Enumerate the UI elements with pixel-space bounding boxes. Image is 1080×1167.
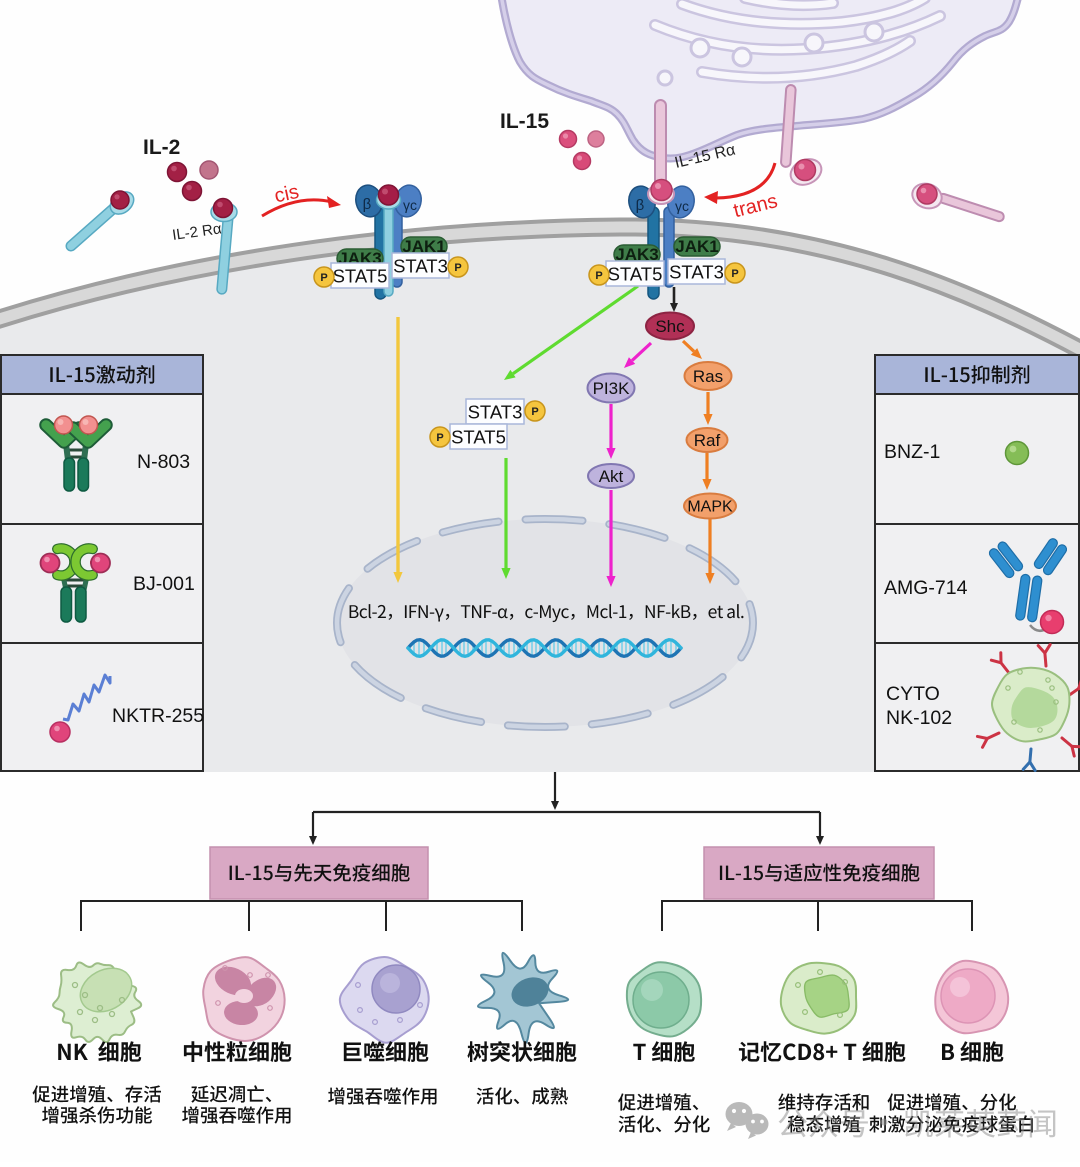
svg-text:STAT3: STAT3: [393, 256, 448, 277]
svg-text:P: P: [531, 406, 538, 418]
svg-text:STAT5: STAT5: [333, 266, 388, 287]
svg-text:IL-15: IL-15: [500, 110, 549, 133]
svg-text:STAT5: STAT5: [451, 427, 506, 448]
svg-text:P: P: [320, 272, 327, 284]
svg-text:STAT3: STAT3: [669, 262, 724, 283]
svg-text:NK-102: NK-102: [886, 707, 952, 729]
svg-text:P: P: [595, 270, 602, 282]
svg-text:IL-2 Rα: IL-2 Rα: [171, 220, 223, 244]
svg-text:STAT5: STAT5: [608, 264, 663, 285]
svg-text:JAK1: JAK1: [402, 237, 445, 256]
svg-text:JAK1: JAK1: [675, 237, 718, 256]
svg-text:STAT3: STAT3: [468, 402, 523, 423]
svg-text:Akt: Akt: [599, 467, 624, 486]
svg-text:BNZ-1: BNZ-1: [884, 441, 940, 463]
svg-text:P: P: [454, 262, 461, 274]
svg-text:MAPK: MAPK: [687, 499, 733, 516]
svg-text:IL-2: IL-2: [143, 136, 180, 159]
svg-text:Raf: Raf: [694, 431, 721, 450]
svg-text:NKTR-255: NKTR-255: [112, 705, 204, 727]
svg-text:JAK3: JAK3: [615, 245, 658, 264]
svg-text:N-803: N-803: [137, 451, 190, 473]
svg-text:Shc: Shc: [655, 317, 685, 336]
svg-text:Ras: Ras: [693, 367, 723, 386]
svg-text:γc: γc: [675, 198, 689, 214]
svg-text:AMG-714: AMG-714: [884, 577, 968, 599]
svg-text:CYTO: CYTO: [886, 683, 940, 705]
svg-text:γc: γc: [403, 197, 417, 213]
svg-text:PI3K: PI3K: [593, 379, 631, 398]
svg-text:P: P: [436, 432, 443, 444]
svg-text:β: β: [363, 196, 372, 213]
svg-text:BJ-001: BJ-001: [133, 573, 195, 595]
svg-text:β: β: [636, 197, 645, 214]
svg-text:P: P: [731, 268, 738, 280]
